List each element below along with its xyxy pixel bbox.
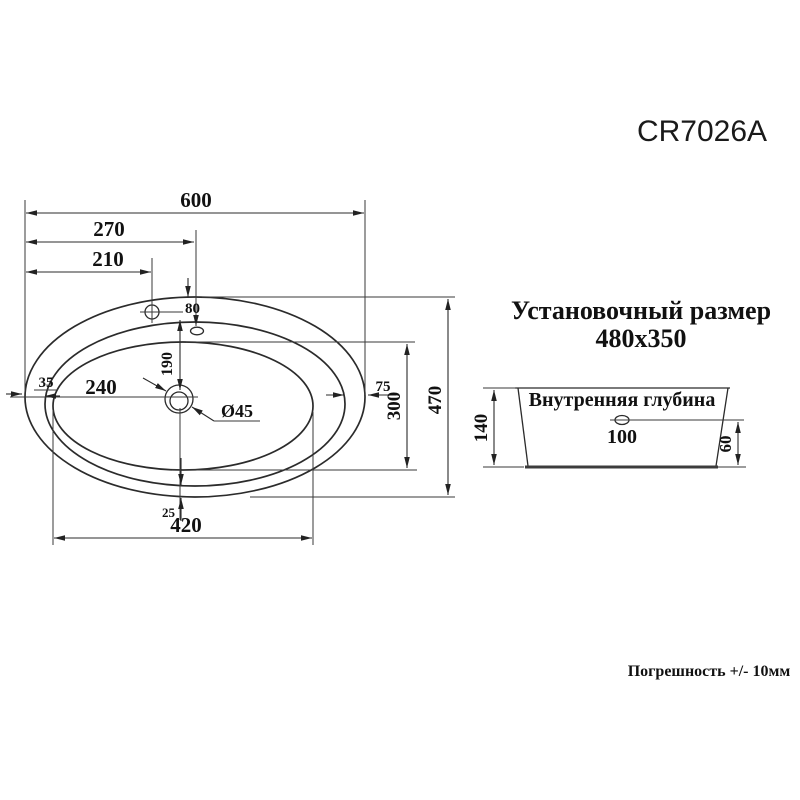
side-right-edge [715,387,729,467]
dim-label-270: 270 [93,217,125,241]
installation-size-header: Установочный размер 480x350 [511,296,771,353]
middle-rim-ellipse [44,321,346,487]
installation-size-line2: 480x350 [596,324,687,353]
dim-label-210: 210 [92,247,124,271]
dim-label-420: 420 [170,513,202,537]
leader-arrow-upper [142,377,167,392]
leader-arrow-lower [191,406,215,422]
dim-label-140: 140 [471,414,492,443]
model-title: CR7026A [637,115,767,148]
dim-inner-height: 300 [172,341,417,471]
dim-label-75: 75 [376,379,391,395]
dim-total-depth: 140 [471,387,524,468]
dim-label-diameter: Ø45 [221,401,253,421]
dim-overall-height: 470 [202,296,455,498]
dim-top-rim: 80 [177,278,200,390]
top-view [10,296,366,520]
dim-left-rim: 35 [6,375,60,399]
dim-inner-width: 420 [52,410,314,545]
dim-label-600: 600 [180,188,212,212]
dim-label-80: 80 [185,301,200,317]
installation-size-line1: Установочный размер [511,296,771,325]
dim-label-100: 100 [607,426,637,448]
dim-drain-vertical: 190 [159,352,176,376]
inner-bowl-ellipse [52,341,314,471]
dim-label-60: 60 [716,436,735,453]
dim-label-35: 35 [39,375,54,391]
tolerance-note: Погрешность +/- 10мм [628,663,791,680]
dim-label-300: 300 [384,392,405,421]
dim-right-rim: 75 [326,379,396,398]
dim-label-240: 240 [85,375,117,399]
dim-label-25: 25 [162,505,176,520]
drain-inner-circle [169,391,189,411]
dim-drain-diameter: Ø45 [142,377,260,422]
side-view: Внутренняя глубина 100 140 60 [471,387,746,469]
dim-bottom-depth: 60 [716,422,746,468]
side-view-label: Внутренняя глубина [529,389,716,411]
dim-overall-width: 600 [24,188,366,395]
dim-label-470: 470 [425,386,446,415]
dim-faucet-offset: 210 [26,247,153,304]
dim-label-190: 190 [159,352,176,376]
drain-outer-circle [164,384,194,414]
dim-bottom-rim: 25 [162,458,184,521]
dim-overflow-offset: 270 [26,217,199,326]
side-left-edge [517,387,529,467]
overflow-hole [189,326,205,336]
